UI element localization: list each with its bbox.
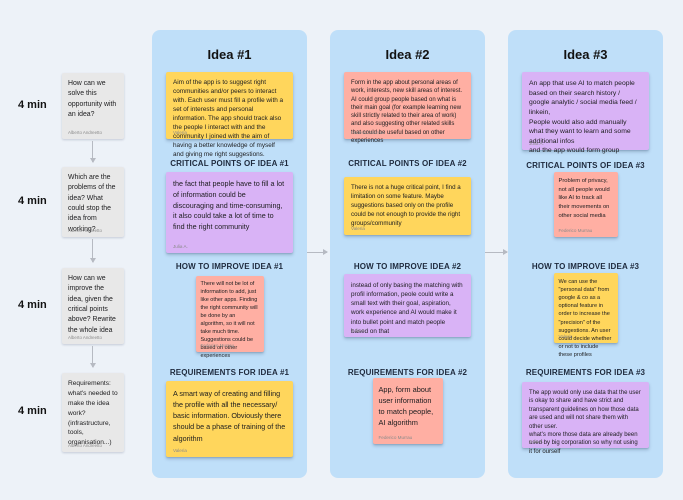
note-text: instead of only basing the matching with… xyxy=(351,282,463,335)
improve-header-3[interactable]: HOW TO IMPROVE IDEA #3 xyxy=(531,262,640,271)
note-author: Federico Murrau xyxy=(200,343,235,348)
requirements-note-2[interactable]: App, form about user information to matc… xyxy=(372,378,443,444)
duration-label-2[interactable]: 4 min xyxy=(18,195,47,207)
note-author: Valeria xyxy=(173,448,187,453)
note-author: Julia A. xyxy=(351,328,366,333)
duration-label-4[interactable]: 4 min xyxy=(18,405,47,417)
note-text: There will not be lot of information to … xyxy=(200,281,258,359)
note-text: Requirements: what's needed to make the … xyxy=(68,380,118,447)
connector-arrow-down-3 xyxy=(89,346,96,368)
connector-arrow-down-2 xyxy=(89,239,96,263)
critical-points-note-2[interactable]: There is not a huge critical point, I fi… xyxy=(344,177,471,235)
note-author: Julia A. xyxy=(173,244,188,249)
note-text: The app would only use data that the use… xyxy=(529,390,641,455)
note-text: Problem of privacy, not all people would… xyxy=(558,178,610,219)
duration-label-3[interactable]: 4 min xyxy=(18,299,47,311)
connector-arrow-right-1 xyxy=(303,249,328,255)
note-text: There is not a huge critical point, I fi… xyxy=(351,184,461,227)
improve-note-2[interactable]: instead of only basing the matching with… xyxy=(344,274,471,337)
critical-points-header-2[interactable]: CRITICAL POINTS OF IDEA #2 xyxy=(348,159,467,168)
note-author: Federico Murrau xyxy=(378,435,413,440)
requirements-header-3[interactable]: REQUIREMENTS FOR IDEA #3 xyxy=(525,368,646,377)
note-text: How can we improve the idea, given the c… xyxy=(68,275,116,334)
requirements-header-1[interactable]: REQUIREMENTS FOR IDEA #1 xyxy=(169,368,290,377)
prompt-note-1[interactable]: How can we solve this opportunity with a… xyxy=(62,73,124,139)
requirements-note-1[interactable]: A smart way of creating and filling the … xyxy=(166,381,293,457)
note-text: the fact that people have to fill a lot … xyxy=(173,179,285,232)
note-text: App, form about user information to matc… xyxy=(378,385,434,428)
note-author: Julia A. xyxy=(529,141,544,146)
note-author: Alberto Andreetto xyxy=(68,130,102,135)
idea-note-1[interactable]: Aim of the app is to suggest right commu… xyxy=(166,72,293,158)
connector-arrow-down-1 xyxy=(89,141,96,163)
duration-label-1[interactable]: 4 min xyxy=(18,99,47,111)
critical-points-header-1[interactable]: CRITICAL POINTS OF IDEA #1 xyxy=(170,159,289,168)
note-text: Which are the problems of the idea? What… xyxy=(68,174,116,233)
critical-points-note-1[interactable]: the fact that people have to fill a lot … xyxy=(166,172,293,253)
note-author: Alberto Andreetto xyxy=(68,443,102,448)
idea-note-2[interactable]: Form in the app about personal areas of … xyxy=(344,72,471,144)
note-text: An app that use AI to match people based… xyxy=(529,80,637,155)
note-text: A smart way of creating and filling the … xyxy=(173,389,286,443)
note-text: Aim of the app is to suggest right commu… xyxy=(173,79,284,158)
improve-header-2[interactable]: HOW TO IMPROVE IDEA #2 xyxy=(353,262,462,271)
note-author: Julia A. xyxy=(529,439,544,444)
note-author: Valeria xyxy=(558,334,573,339)
section-idea-3[interactable]: Idea #3 An app that use AI to match peop… xyxy=(508,30,663,478)
note-author: Federico Murrau xyxy=(351,130,385,135)
note-text: How can we solve this opportunity with a… xyxy=(68,80,117,119)
requirements-header-2[interactable]: REQUIREMENTS FOR IDEA #2 xyxy=(347,368,468,377)
improve-header-1[interactable]: HOW TO IMPROVE IDEA #1 xyxy=(175,262,284,271)
improve-note-3[interactable]: We can use the "personal data" from goog… xyxy=(553,273,618,358)
idea-note-3[interactable]: An app that use AI to match people based… xyxy=(522,72,649,154)
note-text: We can use the "personal data" from goog… xyxy=(558,279,612,358)
note-author: Valeria xyxy=(173,130,187,135)
note-text: Form in the app about personal areas of … xyxy=(351,80,463,144)
note-author: Alberto Andreetto xyxy=(68,335,102,340)
note-author: Valeria xyxy=(351,226,365,231)
column-title[interactable]: Idea #2 xyxy=(385,47,430,62)
improve-note-1[interactable]: There will not be lot of information to … xyxy=(195,276,264,359)
column-title[interactable]: Idea #1 xyxy=(207,47,252,62)
connector-arrow-right-2 xyxy=(475,249,508,255)
section-idea-2[interactable]: Idea #2 Form in the app about personal a… xyxy=(330,30,485,478)
prompt-note-2[interactable]: Which are the problems of the idea? What… xyxy=(62,167,124,237)
section-idea-1[interactable]: Idea #1 Aim of the app is to suggest rig… xyxy=(152,30,307,478)
note-author: Federico Murrau xyxy=(558,228,593,233)
prompt-note-4[interactable]: Requirements: what's needed to make the … xyxy=(62,373,124,452)
critical-points-note-3[interactable]: Problem of privacy, not all people would… xyxy=(553,172,618,237)
requirements-note-3[interactable]: The app would only use data that the use… xyxy=(522,382,649,455)
prompt-note-3[interactable]: How can we improve the idea, given the c… xyxy=(62,268,124,344)
column-title[interactable]: Idea #3 xyxy=(563,47,608,62)
note-author: Alberto Andreetto xyxy=(68,228,102,233)
critical-points-header-3[interactable]: CRITICAL POINTS OF IDEA #3 xyxy=(526,161,645,170)
